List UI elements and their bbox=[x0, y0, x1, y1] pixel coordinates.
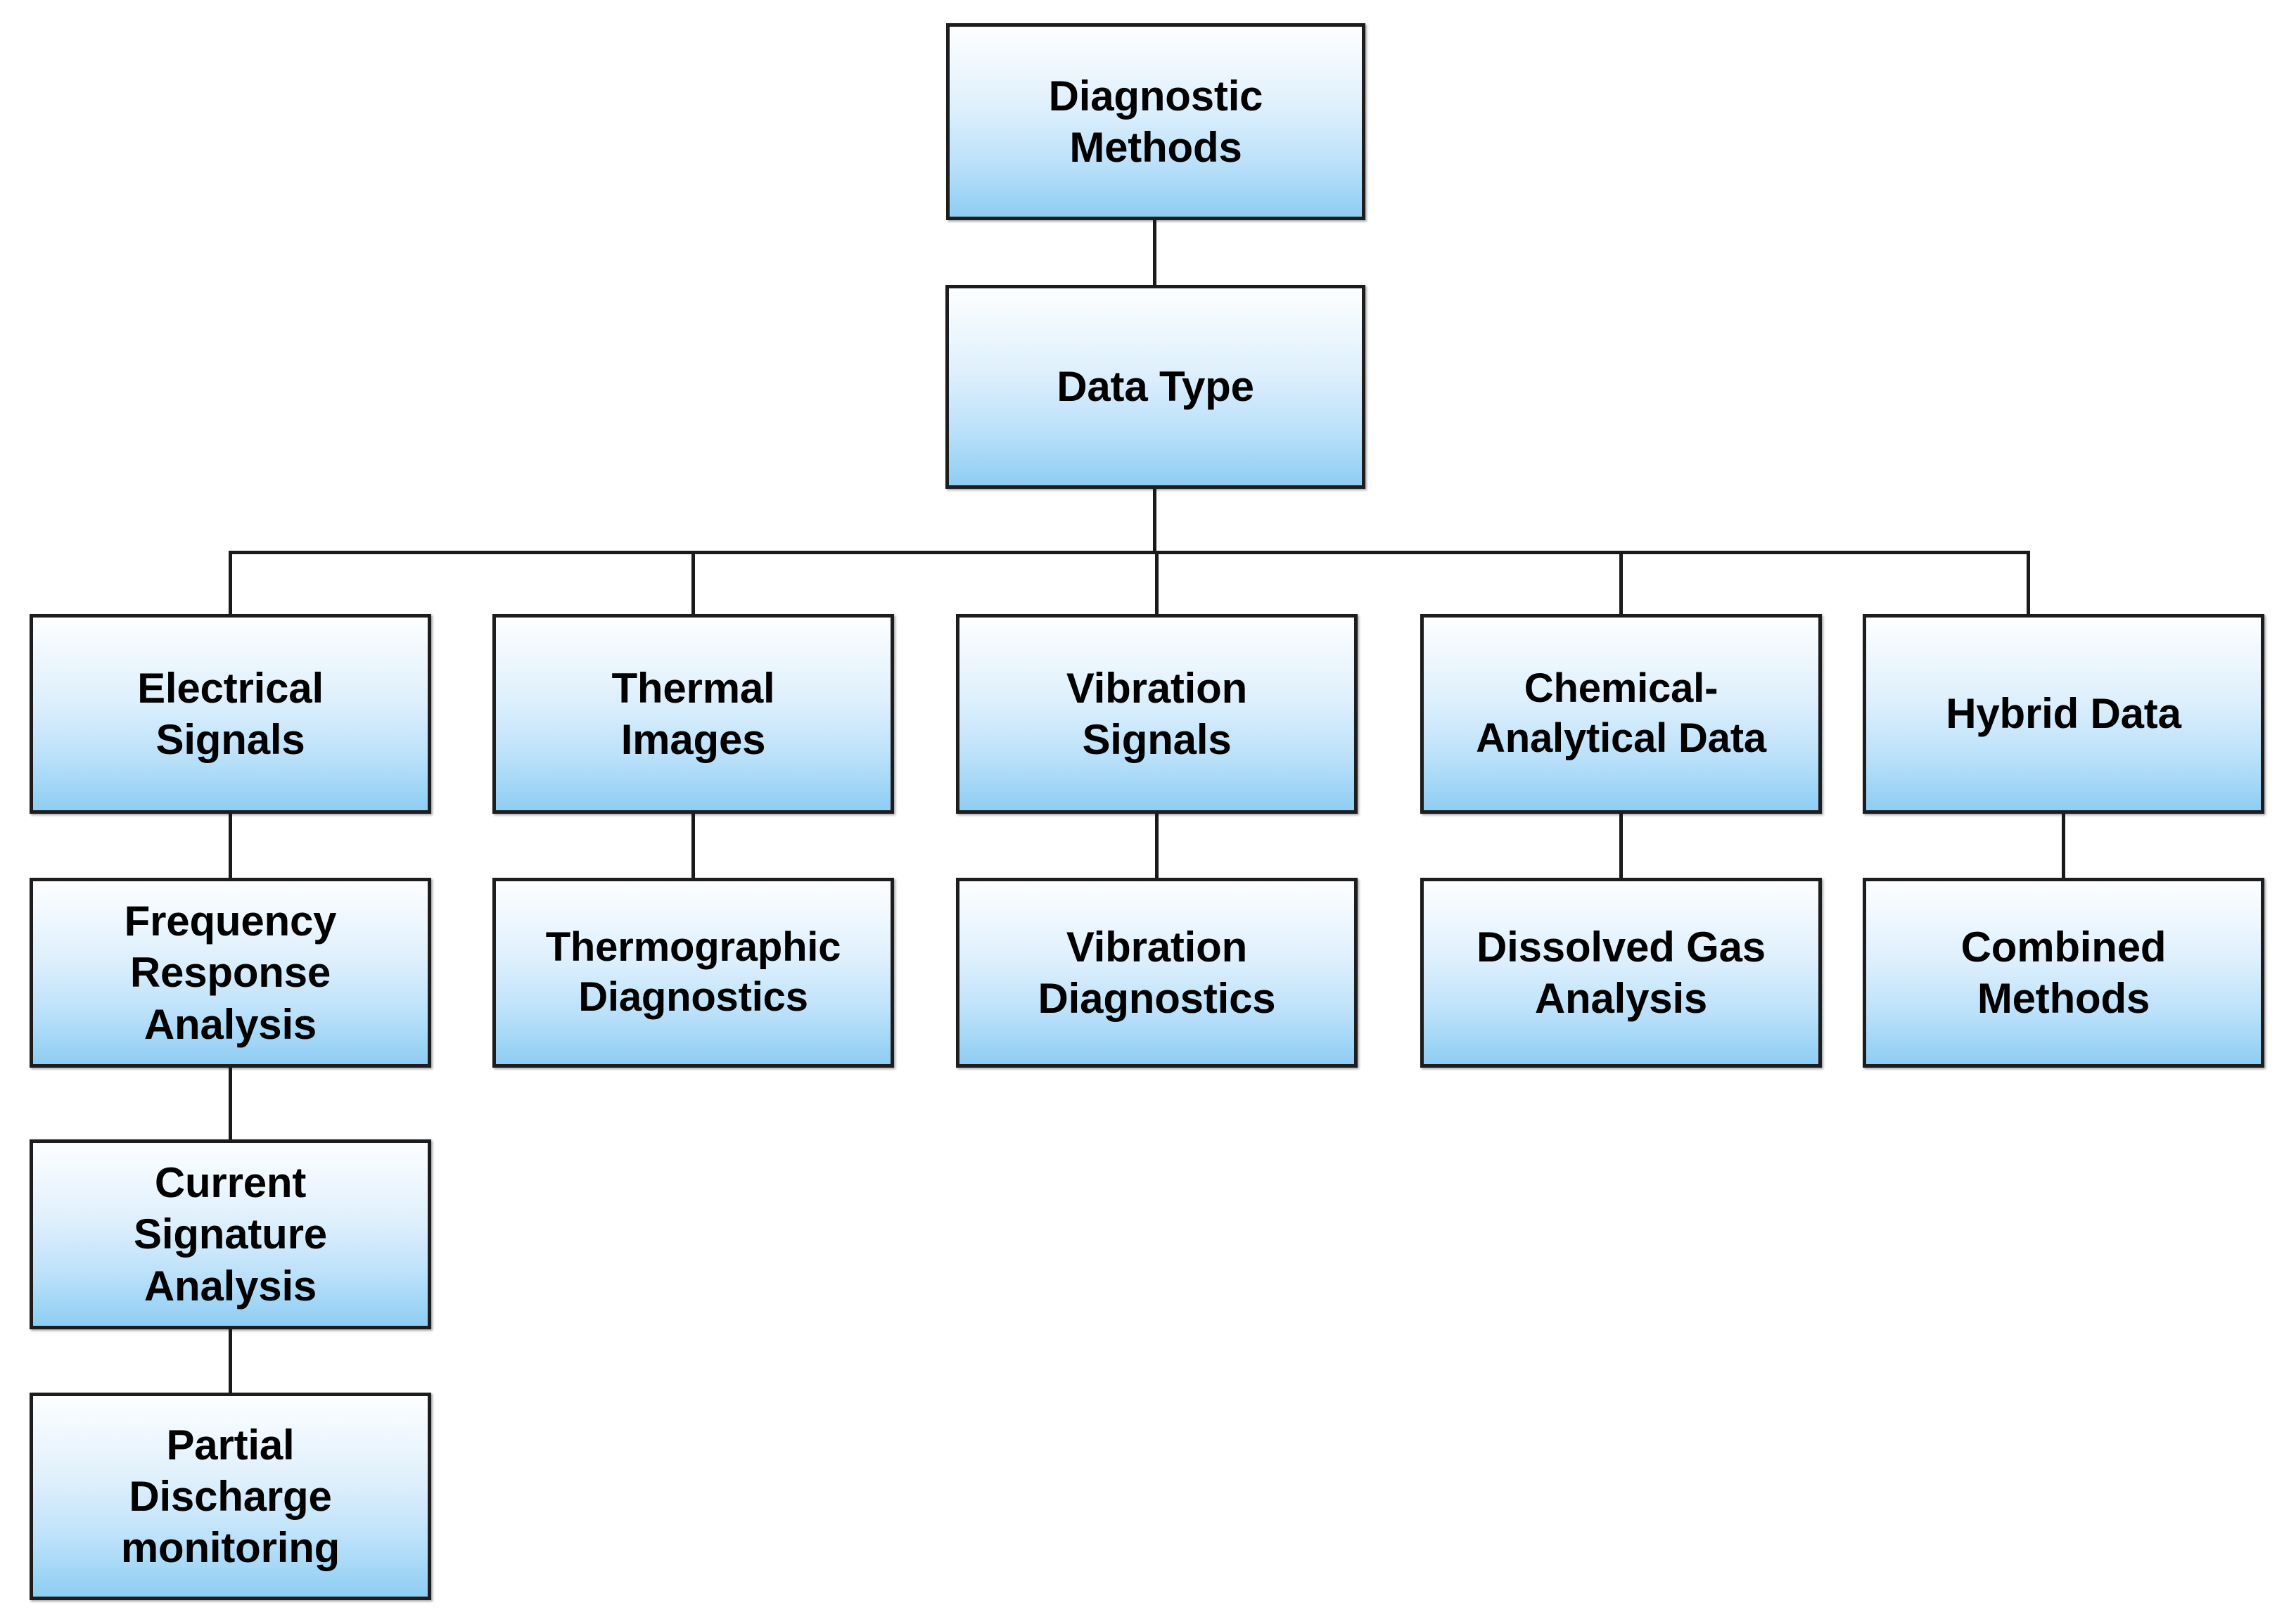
node-label: Diagnostic Methods bbox=[1048, 72, 1263, 171]
node-label: Frequency Response Analysis bbox=[124, 897, 337, 1048]
node-label: Current Signature Analysis bbox=[134, 1159, 327, 1310]
node-chemical-analytical-data[interactable]: Chemical- Analytical Data bbox=[1420, 614, 1822, 814]
node-label: Thermal Images bbox=[611, 664, 775, 763]
node-label: Dissolved Gas Analysis bbox=[1477, 923, 1766, 1022]
connector-horizontal-bus bbox=[229, 551, 2029, 554]
connector-bus-drop-vibration bbox=[1155, 551, 1159, 615]
connector-bus-drop-thermal bbox=[691, 551, 695, 615]
node-label: Chemical- Analytical Data bbox=[1476, 665, 1766, 761]
node-thermal-images[interactable]: Thermal Images bbox=[492, 614, 894, 814]
connector-bus-drop-electrical bbox=[229, 551, 232, 615]
node-data-type[interactable]: Data Type bbox=[945, 285, 1365, 489]
node-hybrid-data[interactable]: Hybrid Data bbox=[1863, 614, 2264, 814]
node-vibration-diagnostics[interactable]: Vibration Diagnostics bbox=[956, 878, 1358, 1068]
node-label: Partial Discharge monitoring bbox=[120, 1421, 340, 1572]
node-electrical-signals[interactable]: Electrical Signals bbox=[30, 614, 431, 814]
node-vibration-signals[interactable]: Vibration Signals bbox=[956, 614, 1358, 814]
node-dissolved-gas-analysis[interactable]: Dissolved Gas Analysis bbox=[1420, 878, 1822, 1068]
node-current-signature-analysis[interactable]: Current Signature Analysis bbox=[30, 1139, 431, 1329]
node-partial-discharge-monitoring[interactable]: Partial Discharge monitoring bbox=[30, 1393, 431, 1600]
connector-root-to-data-type bbox=[1153, 220, 1156, 287]
connector-fra-to-csa bbox=[229, 1068, 232, 1142]
node-label: Vibration Diagnostics bbox=[1038, 923, 1276, 1022]
connector-chemical-to-dga bbox=[1619, 814, 1623, 879]
connector-bus-drop-hybrid bbox=[2027, 551, 2030, 615]
connector-csa-to-pd bbox=[229, 1329, 232, 1395]
connector-bus-drop-chemical bbox=[1619, 551, 1623, 615]
connector-thermal-to-thermographic bbox=[691, 814, 695, 879]
node-label: Data Type bbox=[1057, 363, 1254, 411]
node-frequency-response-analysis[interactable]: Frequency Response Analysis bbox=[30, 878, 431, 1068]
node-label: Vibration Signals bbox=[1066, 664, 1248, 763]
node-diagnostic-methods[interactable]: Diagnostic Methods bbox=[946, 23, 1365, 220]
node-label: Combined Methods bbox=[1960, 923, 2167, 1022]
node-label: Electrical Signals bbox=[137, 664, 324, 763]
node-label: Thermographic Diagnostics bbox=[545, 924, 841, 1020]
connector-data-type-to-bus bbox=[1153, 489, 1156, 554]
connector-electrical-to-fra bbox=[229, 814, 232, 879]
connector-hybrid-to-combined bbox=[2062, 814, 2065, 879]
connector-vibration-to-vibration-diagnostics bbox=[1155, 814, 1159, 879]
node-thermographic-diagnostics[interactable]: Thermographic Diagnostics bbox=[492, 878, 894, 1068]
node-combined-methods[interactable]: Combined Methods bbox=[1863, 878, 2264, 1068]
node-label: Hybrid Data bbox=[1946, 690, 2181, 738]
